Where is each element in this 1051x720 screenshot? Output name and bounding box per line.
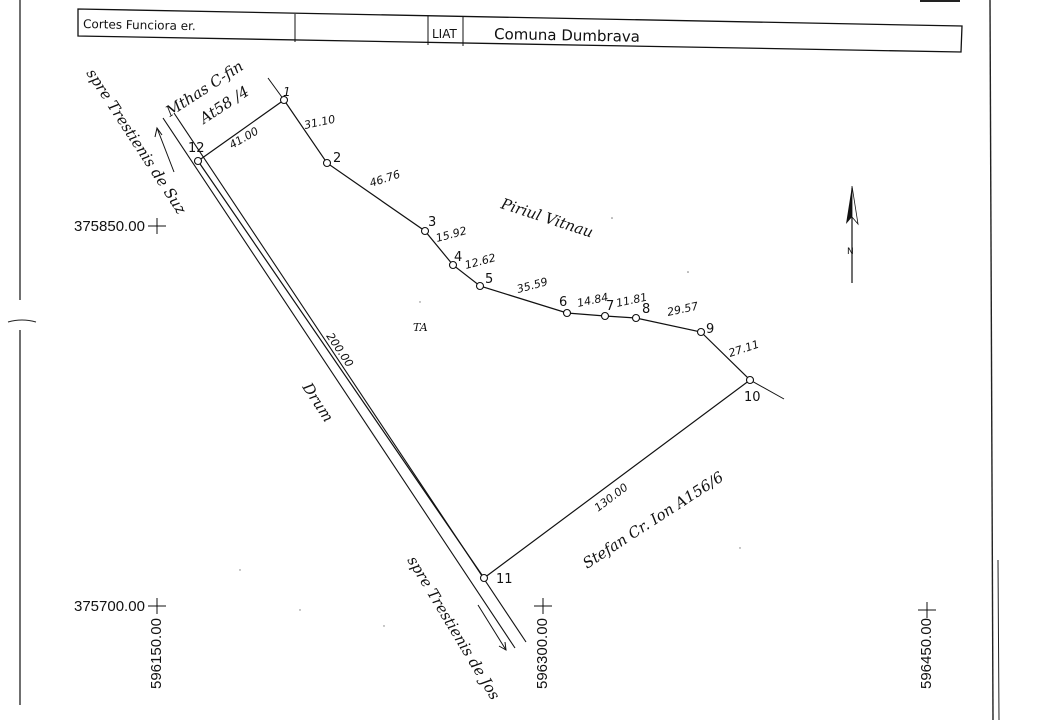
header-table: Cortes Funciora er. LIAT Comuna Dumbrava xyxy=(77,8,963,53)
scan-specks xyxy=(239,217,741,627)
vertex-label-2: 2 xyxy=(333,151,341,166)
coord-y-top: 375850.00 xyxy=(74,218,145,235)
stream-extension xyxy=(267,77,785,400)
stream-label: Piriul Vitnau xyxy=(498,194,596,241)
distance-5-6: 35.59 xyxy=(515,275,549,296)
parcel-use-label: TA xyxy=(413,321,428,334)
vertex-10 xyxy=(745,375,755,385)
north-arrow: N xyxy=(846,185,859,283)
vertex-6 xyxy=(562,308,572,318)
header-cell-liat: LIAT xyxy=(432,27,458,41)
coordinate-ticks xyxy=(148,218,936,618)
vertex-7 xyxy=(600,311,610,321)
distance-3-4: 15.92 xyxy=(434,224,468,245)
coord-x-left: 596150.00 xyxy=(148,618,165,689)
vertex-label-4: 4 xyxy=(454,250,462,265)
coord-x-right: 596450.00 xyxy=(918,618,935,689)
vertex-label-9: 9 xyxy=(706,322,714,337)
north-label: N xyxy=(847,247,854,257)
neighbor-bottom-label: Stefan Cr. Ion A156/6 xyxy=(579,468,727,573)
header-cell-commune: Comuna Dumbrava xyxy=(494,25,640,46)
coord-y-bottom: 375700.00 xyxy=(74,598,145,615)
vertex-9 xyxy=(696,327,706,337)
distance-10-11: 130.00 xyxy=(592,481,631,515)
distance-8-9: 29.57 xyxy=(666,300,700,319)
distance-4-5: 12.62 xyxy=(463,251,497,272)
distance-7-8: 11.81 xyxy=(615,291,649,310)
header-cell-1: Cortes Funciora er. xyxy=(83,17,196,33)
road-lines xyxy=(162,112,527,649)
vertex-3 xyxy=(420,226,430,236)
vertex-12 xyxy=(193,156,203,166)
map-annotations: Mthas C-fin At58 /4 spre Trestienis de S… xyxy=(83,57,728,703)
road-label-north: spre Trestienis de Suz xyxy=(83,65,191,217)
vertex-label-7: 7 xyxy=(606,299,614,314)
vertex-5 xyxy=(475,281,485,291)
distance-1-2: 31.10 xyxy=(303,113,337,132)
coord-x-mid: 596300.00 xyxy=(534,618,551,689)
distance-11-12: 200.00 xyxy=(324,330,356,369)
vertex-2 xyxy=(322,158,332,168)
distance-2-3: 46.76 xyxy=(368,168,402,190)
distance-9-10: 27.11 xyxy=(727,338,761,360)
vertex-label-11: 11 xyxy=(496,572,513,587)
distance-6-7: 14.84 xyxy=(576,291,610,310)
road-arrow-south xyxy=(477,604,507,651)
vertex-label-5: 5 xyxy=(485,272,493,287)
vertex-labels: 1 2 3 4 5 6 7 8 9 10 11 12 xyxy=(188,85,761,587)
vertex-11 xyxy=(479,573,489,583)
vertex-label-3: 3 xyxy=(428,215,436,230)
vertex-label-6: 6 xyxy=(559,295,567,310)
vertex-8 xyxy=(631,313,641,323)
vertex-markers xyxy=(193,95,755,583)
frame xyxy=(7,0,1000,720)
vertex-1 xyxy=(279,95,289,105)
road-label-south: spre Trestienis de Jos xyxy=(404,553,504,704)
vertex-label-12: 12 xyxy=(188,141,205,156)
coordinate-labels: 375850.00 375700.00 596150.00 596300.00 … xyxy=(74,218,935,689)
road-arrow-north xyxy=(154,126,175,173)
road-label: Drum xyxy=(298,379,337,426)
vertex-4 xyxy=(448,260,458,270)
vertex-label-10: 10 xyxy=(744,390,761,405)
vertex-label-1: 1 xyxy=(283,85,291,99)
vertex-label-8: 8 xyxy=(642,302,650,317)
